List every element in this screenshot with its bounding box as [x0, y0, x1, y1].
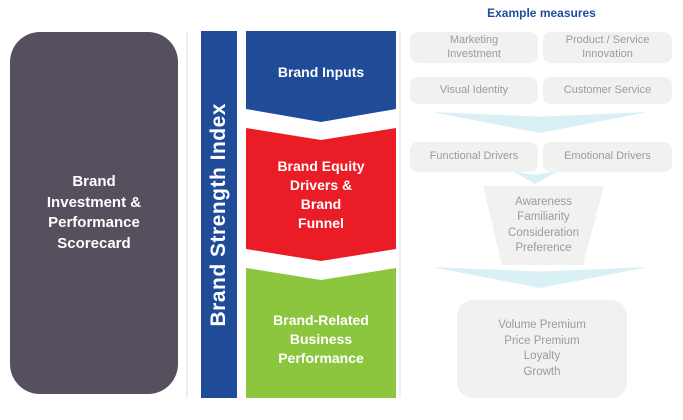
chevron-brand-equity: Brand Equity Drivers & Brand Funnel	[246, 128, 396, 261]
divider-right	[399, 32, 401, 398]
down-arrow-icon	[432, 112, 648, 133]
chevron-brand-performance: Brand-Related Business Performance	[246, 268, 396, 398]
measure-label: Customer Service	[563, 83, 652, 96]
measure-box-emotional-drivers: Emotional Drivers	[543, 142, 672, 172]
measure-label: Emotional Drivers	[564, 150, 651, 163]
brand-strength-index-label: Brand Strength Index	[207, 102, 230, 327]
measure-box-functional-drivers: Functional Drivers	[410, 142, 538, 172]
outcomes-label: Volume Premium Price Premium Loyalty Gro…	[498, 319, 586, 378]
measure-label: Functional Drivers	[429, 150, 519, 163]
brand-funnel-shape: Awareness Familiarity Consideration Pref…	[483, 186, 604, 265]
chevron-brand-equity-label: Brand Equity Drivers & Brand Funnel	[277, 157, 365, 231]
funnel-stages-label: Awareness Familiarity Consideration Pref…	[508, 195, 579, 255]
measure-box-product-service-innovation: Product / Service Innovation	[543, 32, 672, 63]
divider-left	[186, 32, 188, 398]
example-measures-title: Example measures	[487, 6, 596, 20]
measure-label: Marketing Investment	[447, 34, 501, 60]
chevron-brand-inputs: Brand Inputs	[246, 31, 396, 122]
scorecard-label: Brand Investment & Performance Scorecard	[46, 173, 142, 252]
brand-strength-index-bar: Brand Strength Index	[201, 31, 237, 398]
scorecard-box: Brand Investment & Performance Scorecard	[10, 32, 178, 394]
measure-box-visual-identity: Visual Identity	[410, 77, 538, 104]
measure-box-marketing-investment: Marketing Investment	[410, 32, 538, 63]
chevron-brand-inputs-label: Brand Inputs	[277, 64, 365, 80]
measure-box-customer-service: Customer Service	[543, 77, 672, 104]
small-down-arrow-icon	[512, 171, 558, 184]
measure-label: Product / Service Innovation	[565, 34, 650, 60]
business-outcomes-box: Volume Premium Price Premium Loyalty Gro…	[457, 300, 627, 398]
measure-label: Visual Identity	[439, 83, 509, 96]
chevron-brand-performance-label: Brand-Related Business Performance	[273, 311, 369, 366]
down-arrow-icon	[432, 267, 648, 288]
